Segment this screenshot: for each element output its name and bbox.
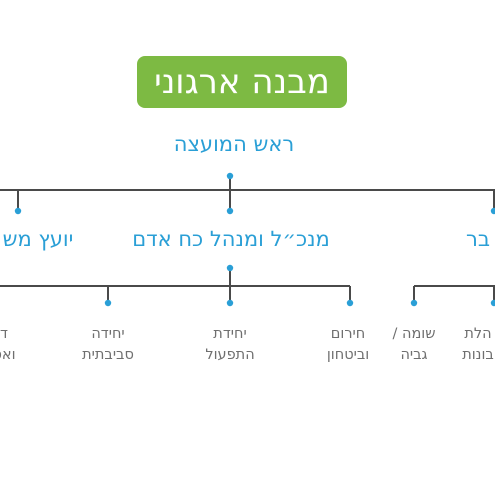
unit-line: יחידה [91,326,125,342]
node-dot-head [226,172,234,180]
unit-line: סביבתית [82,347,134,363]
unit-line: ד [0,326,8,342]
unit-line: גביה [400,347,428,363]
node-dot-center [226,207,234,215]
unit-label-emergency: חירום וביטחון [327,324,369,366]
unit-line: הלת [464,326,492,342]
unit-line: חירום [330,326,366,342]
node-dot-unit-emergency [346,299,354,307]
node-dot-manager [226,264,234,272]
role-label-right: בר [466,227,490,251]
title-box: מבנה ארגוני [137,56,347,108]
unit-label-left-partial: ד ואס [0,324,16,366]
unit-line: יחידת [213,326,247,342]
node-dot-unit-environment [104,299,112,307]
unit-label-right-partial: הלת בונות [462,324,494,366]
node-dot-unit-assessment [410,299,418,307]
node-dot-right [490,207,495,215]
unit-line: וביטחון [326,347,370,363]
unit-line: שומה / [392,326,436,342]
unit-line: בונות [462,347,494,363]
node-dot-unit-right [490,299,495,307]
node-dot-left [14,207,22,215]
unit-label-environment: יחידה סביבתית [82,324,134,366]
role-label-ceo-hr: מנכ״ל ומנהל כח אדם [132,227,330,251]
role-label-advisor: יועץ מש [2,227,74,251]
unit-line: התפעול [205,347,255,363]
node-dot-unit-operations [226,299,234,307]
unit-label-assessment: שומה / גביה [392,324,435,366]
diagram-title: מבנה ארגוני [154,62,330,102]
head-role-label: ראש המועצה [173,132,295,156]
unit-label-operations: יחידת התפעול [205,324,254,366]
unit-line: ואס [0,347,16,363]
